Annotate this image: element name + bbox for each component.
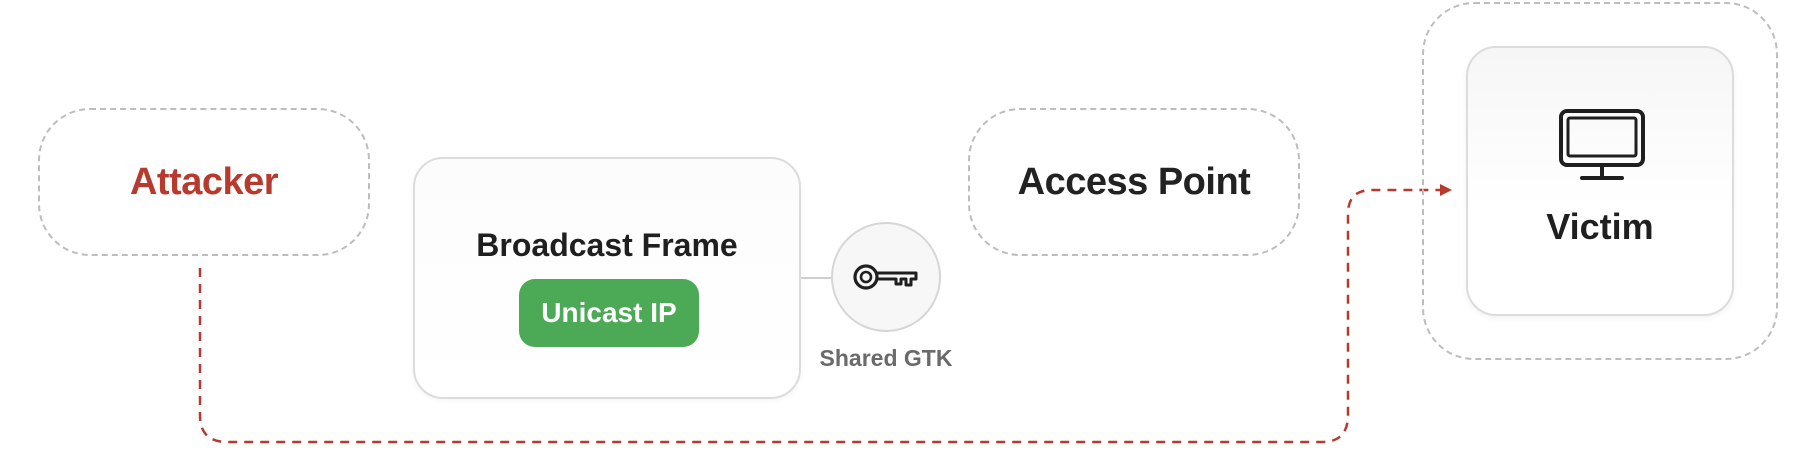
key-icon <box>853 264 918 290</box>
broadcast-frame-card: Broadcast Frame Unicast IP <box>413 157 801 399</box>
shared-gtk-node <box>831 222 941 332</box>
access-point-label: Access Point <box>1017 160 1251 203</box>
victim-group-boundary <box>1422 2 1778 360</box>
monitor-icon <box>1559 109 1645 180</box>
attack-path-line <box>198 184 1452 444</box>
broadcast-frame-title: Broadcast Frame <box>476 227 738 263</box>
access-point-node: Access Point <box>968 108 1300 256</box>
attacker-label: Attacker <box>129 160 279 203</box>
shared-gtk-caption: Shared GTK <box>819 345 953 371</box>
frame-key-connector <box>801 277 831 279</box>
unicast-ip-badge: Unicast IP <box>519 279 699 347</box>
victim-label: Victim <box>1546 206 1654 247</box>
victim-node: Victim <box>1466 46 1734 316</box>
attacker-node: Attacker <box>38 108 370 256</box>
